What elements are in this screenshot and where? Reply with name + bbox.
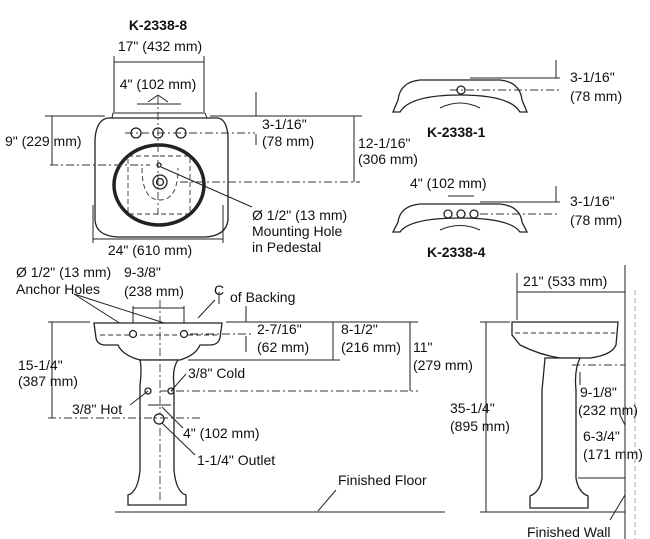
variant-1-offset-b: (78 mm) (570, 88, 622, 104)
anchor-drop-a: 2-7/16" (257, 321, 302, 337)
anchor-a: Ø 1/2" (13 mm) (16, 264, 111, 280)
variant-4-offset-a: 3-1/16" (570, 193, 615, 209)
top-view-model: K-2338-8 (129, 17, 188, 33)
dim-faucet-offset-b: (78 mm) (262, 133, 314, 149)
mounting-hole-c: in Pedestal (252, 239, 321, 255)
cold-supply: 3/8" Cold (188, 365, 245, 381)
front-view: Ø 1/2" (13 mm) Anchor Holes 9-3/8" (238 … (16, 264, 473, 513)
supply-spacing: 4" (102 mm) (183, 425, 260, 441)
dim-24: 24" (610 mm) (108, 242, 192, 258)
bowl (112, 143, 206, 227)
supply-drop-b: (279 mm) (413, 357, 473, 373)
sink-front (93, 322, 223, 361)
side-height-a: 35-1/4" (450, 400, 495, 416)
variant-1-model: K-2338-1 (427, 124, 486, 140)
supply-from-wall-a: 6-3/4" (583, 428, 620, 444)
bowl-depth-b: (216 mm) (341, 339, 401, 355)
hot-supply: 3/8" Hot (72, 401, 122, 417)
anchor-b: Anchor Holes (16, 281, 100, 297)
dim-depth-b: (306 mm) (358, 151, 418, 167)
anchor-drop-b: (62 mm) (257, 339, 309, 355)
sink-side (511, 321, 619, 359)
variant-1-offset-a: 3-1/16" (570, 69, 615, 85)
finished-wall: Finished Wall (527, 524, 611, 539)
pedestal-side (529, 357, 589, 509)
dim-depth-a: 12-1/16" (358, 135, 410, 151)
side-height-b: (895 mm) (450, 418, 510, 434)
variant-4-spacing: 4" (102 mm) (410, 175, 487, 191)
variant-4-model: K-2338-4 (427, 244, 486, 260)
dim-17: 17" (432 mm) (118, 38, 202, 54)
anchor-spacing-b: (238 mm) (124, 283, 184, 299)
outlet-label: 1-1/4" Outlet (197, 452, 275, 468)
bowl-depth-a: 8-1/2" (341, 321, 378, 337)
mounting-hole-a: Ø 1/2" (13 mm) (252, 207, 347, 223)
dim-9: 9" (229 mm) (5, 133, 82, 149)
centerline-symbol: C (214, 282, 224, 298)
outlet-from-wall-b: (232 mm) (578, 402, 638, 418)
variant-1-view: 3-1/16" (78 mm) K-2338-1 (392, 60, 622, 140)
supply-from-wall-b: (171 mm) (583, 446, 643, 462)
outlet-from-wall-a: 9-1/8" (580, 384, 617, 400)
variant-4-view: 4" (102 mm) 3-1/16" (78 mm) K-2338-4 (391, 175, 622, 260)
side-depth: 21" (533 mm) (523, 273, 607, 289)
top-view: K-2338-8 17" (432 mm) 4" (102 mm) 9" (22… (5, 17, 418, 258)
variant-4-offset-b: (78 mm) (570, 212, 622, 228)
mounting-hole-b: Mounting Hole (252, 223, 342, 239)
centerline-label: of Backing (230, 289, 295, 305)
dim-faucet-spacing: 4" (102 mm) (120, 76, 197, 92)
outlet-drop-a: 15-1/4" (18, 357, 63, 373)
anchor-spacing-a: 9-3/8" (124, 264, 161, 280)
dim-faucet-offset-a: 3-1/16" (262, 116, 307, 132)
side-view: 21" (533 mm) 35-1/4" (895 mm) 9-1/8" (23… (450, 265, 643, 539)
supply-drop-a: 11" (413, 339, 433, 355)
outlet-drop-b: (387 mm) (18, 373, 78, 389)
pedestal-front (127, 359, 187, 506)
finished-floor: Finished Floor (338, 472, 427, 488)
